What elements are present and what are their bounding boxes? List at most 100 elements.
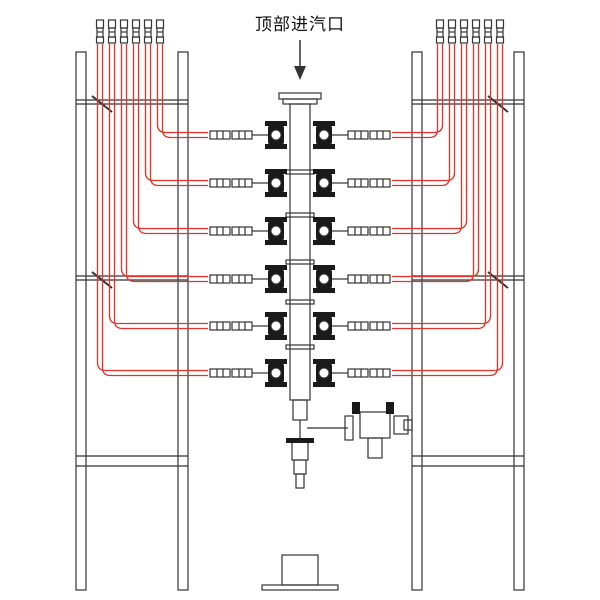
terminal-fitting [95,19,105,29]
left-union-fitting [231,178,253,188]
red-impulse-tube [392,44,463,235]
right-manifold-valve [313,265,335,293]
left-frame-post-inner [177,51,189,591]
terminal-fitting [131,36,141,44]
floor-stand-column [281,554,319,586]
separator-pot [367,437,383,459]
separator-outlet-cap [403,419,413,431]
separator-valve-icon [352,402,360,414]
drain-valve-handwheel [286,438,314,443]
valve-handwheel [265,382,287,387]
terminal-fitting [447,36,457,44]
header-pipe [289,103,311,401]
terminal-fitting [131,19,141,29]
red-impulse-tube [144,44,208,182]
left-union-fitting [231,274,253,284]
valve-handwheel [313,288,335,293]
left-union-fitting [209,368,231,378]
valve-port [318,129,330,141]
red-impulse-tube [108,44,208,325]
left-union-fitting [209,321,231,331]
right-union-fitting [369,368,391,378]
red-impulse-tube [392,44,480,278]
red-impulse-tube [392,44,456,182]
red-impulse-tube [125,44,208,283]
left-manifold-valve [265,169,287,197]
left-frame-post-outer [75,51,87,591]
red-impulse-tube [101,44,208,377]
valve-handwheel [265,240,287,245]
right-union-fitting [369,130,391,140]
tube-fittings [95,19,505,378]
red-impulse-tube [96,44,208,372]
terminal-fitting [143,19,153,29]
red-impulse-tube [161,44,208,139]
red-impulse-tube [392,44,444,134]
red-impulse-tube [132,44,208,230]
terminal-fitting [435,19,445,29]
drain-assembly [261,399,413,591]
valve-port [270,225,282,237]
left-union-fitting [231,321,253,331]
valve-port [270,273,282,285]
manifold-valves [265,121,335,387]
valve-handwheel [313,240,335,245]
right-union-fitting [347,368,369,378]
valve-port [270,177,282,189]
terminal-fitting [155,19,165,29]
left-manifold-valve [265,121,287,149]
right-union-fitting [347,226,369,236]
inlet-flange [278,92,322,100]
terminal-fitting [119,19,129,29]
terminal-fitting [483,36,493,44]
valve-handwheel [265,312,287,317]
terminal-fitting [495,36,505,44]
red-impulse-tube [392,44,499,377]
valve-port [318,225,330,237]
header-joint [285,299,315,305]
valve-port [318,367,330,379]
right-union-fitting [347,274,369,284]
valve-handwheel [313,121,335,126]
right-union-fitting [369,226,391,236]
valve-port [318,320,330,332]
right-frame-post-inner [513,51,525,591]
red-impulse-tube [137,44,208,235]
right-union-fitting [347,130,369,140]
red-impulse-tube [156,44,208,134]
left-manifold-valve [265,265,287,293]
red-impulse-tube [113,44,208,330]
right-union-fitting [347,321,369,331]
header-joint [285,212,315,218]
floor-stand-base [261,584,339,591]
drain-nipple [293,459,307,475]
valve-handwheel [313,144,335,149]
terminal-fitting [459,36,469,44]
red-impulse-tube [392,44,492,325]
red-impulse-tube [392,44,451,187]
support-frames [75,51,525,591]
right-manifold-valve [313,217,335,245]
valve-handwheel [265,144,287,149]
valve-port [270,367,282,379]
red-impulse-tube [392,44,475,283]
left-union-fitting [231,130,253,140]
terminal-fitting [447,19,457,29]
valve-handwheel [313,217,335,222]
right-frame-post-outer [411,51,423,591]
right-union-fitting [369,274,391,284]
valve-handwheel [313,359,335,364]
left-union-fitting [231,226,253,236]
right-union-fitting [369,178,391,188]
terminal-fitting [155,36,165,44]
inlet-flange [282,98,318,105]
side-branch-flange [344,415,354,441]
valve-handwheel [265,169,287,174]
left-manifold-valve [265,217,287,245]
terminal-fitting [435,36,445,44]
header-bottom [292,399,308,421]
valve-port [270,320,282,332]
valve-port [318,177,330,189]
red-impulse-tube [392,44,487,330]
